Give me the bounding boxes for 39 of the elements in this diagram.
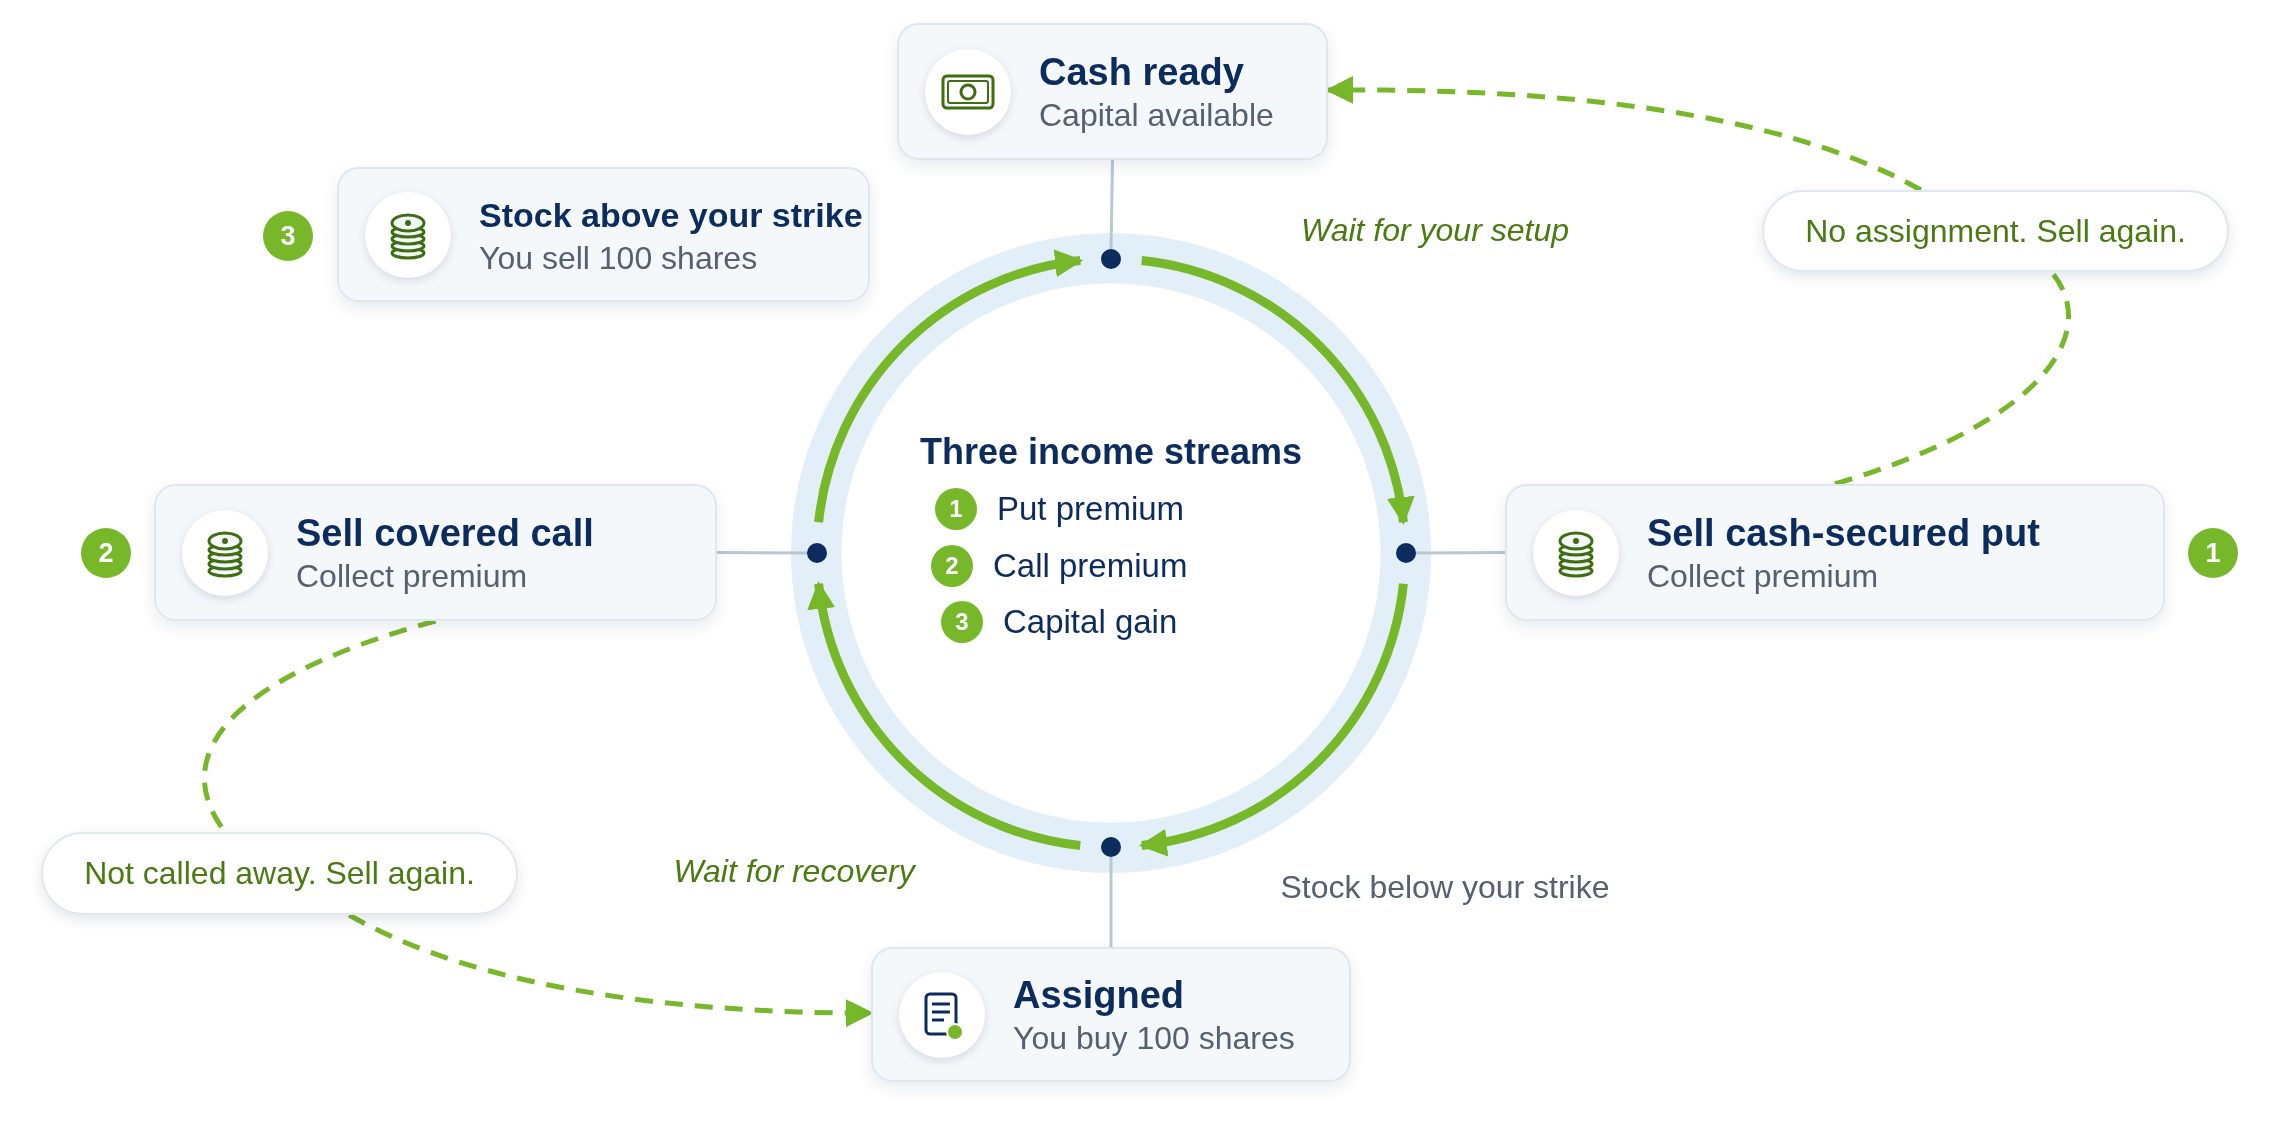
card-subtitle: Capital available: [1039, 95, 1274, 135]
number-badge: 2: [931, 545, 973, 587]
number-badge: 2: [81, 528, 131, 578]
stream-label: Call premium: [993, 546, 1188, 586]
number-badge: 3: [941, 601, 983, 643]
card-title: Assigned: [1013, 972, 1186, 1018]
arrow: [814, 250, 1084, 524]
number-badge: 1: [935, 488, 977, 530]
ring-dot: [1101, 837, 1121, 857]
step-card: [897, 23, 1328, 160]
card-subtitle: You buy 100 shares: [1013, 1018, 1295, 1058]
step-card: [337, 167, 870, 302]
step-card: [871, 947, 1351, 1082]
step-card: [1505, 484, 2165, 621]
connector-line: [717, 551, 807, 555]
note-pill: No assignment. Sell again.: [1762, 190, 2229, 272]
ring-dot: [1101, 249, 1121, 269]
note-pill: Not called away. Sell again.: [41, 832, 518, 915]
card-title: Cash ready: [1039, 49, 1245, 95]
step-card: [154, 484, 717, 621]
number-badge: 1: [2188, 528, 2238, 578]
ring-dot: [807, 543, 827, 563]
card-subtitle: You sell 100 shares: [479, 238, 759, 278]
number-badge: 3: [263, 211, 313, 261]
ring-dot: [1396, 543, 1416, 563]
card-subtitle: Collect premium: [296, 556, 529, 596]
arrow: [1140, 256, 1414, 526]
card-title: Stock above your strike: [479, 194, 863, 236]
connector-line: [1109, 857, 1113, 947]
stream-label: Put premium: [997, 489, 1185, 529]
card-title: Sell cash-secured put: [1647, 510, 2040, 556]
center-title: Three income streams: [918, 431, 1304, 473]
connector-line: [1109, 159, 1114, 250]
stream-label: Capital gain: [1003, 602, 1178, 642]
card-subtitle: Collect premium: [1647, 556, 1880, 596]
arrow: [1138, 582, 1408, 856]
card-title: Sell covered call: [296, 510, 594, 556]
arrow: [808, 580, 1082, 850]
connector-line: [1416, 551, 1505, 555]
